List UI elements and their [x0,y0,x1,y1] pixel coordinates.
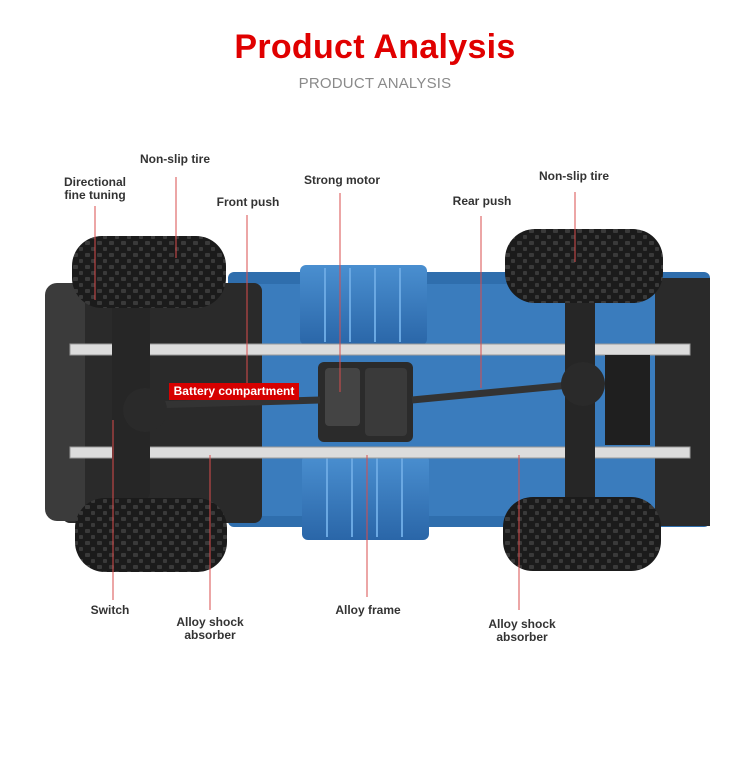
tire-front-top [72,236,226,308]
tire-rear-top [505,229,663,303]
label-strong-motor: Strong motor [304,173,380,187]
label-directional-fine-tuning: Directional fine tuning [63,175,126,202]
motor-assembly [318,362,413,442]
label-battery-compartment: Battery compartment [169,383,299,400]
label-alloy-shock-absorber-right: Alloy shock absorber [488,617,556,644]
tire-rear-bottom [503,497,661,571]
bottom-tank [302,455,429,540]
label-non-slip-tire-left: Non-slip tire [139,152,210,166]
label-non-slip-tire-right: Non-slip tire [538,169,609,183]
label-rear-push: Rear push [452,194,512,208]
alloy-frame-rails [69,343,691,459]
label-switch: Switch [90,603,130,617]
page-subtitle: PRODUCT ANALYSIS [298,75,452,92]
front-axle [112,300,167,500]
label-front-push: Front push [216,195,280,209]
callout-leader-lines [94,177,576,610]
drive-shafts [149,380,581,409]
tire-front-bottom [75,498,227,572]
rear-axle [561,292,650,507]
top-tank [300,265,427,345]
label-alloy-shock-absorber-left: Alloy shock absorber [176,615,244,642]
page-title: Product Analysis [234,28,516,66]
label-alloy-frame: Alloy frame [335,603,401,617]
